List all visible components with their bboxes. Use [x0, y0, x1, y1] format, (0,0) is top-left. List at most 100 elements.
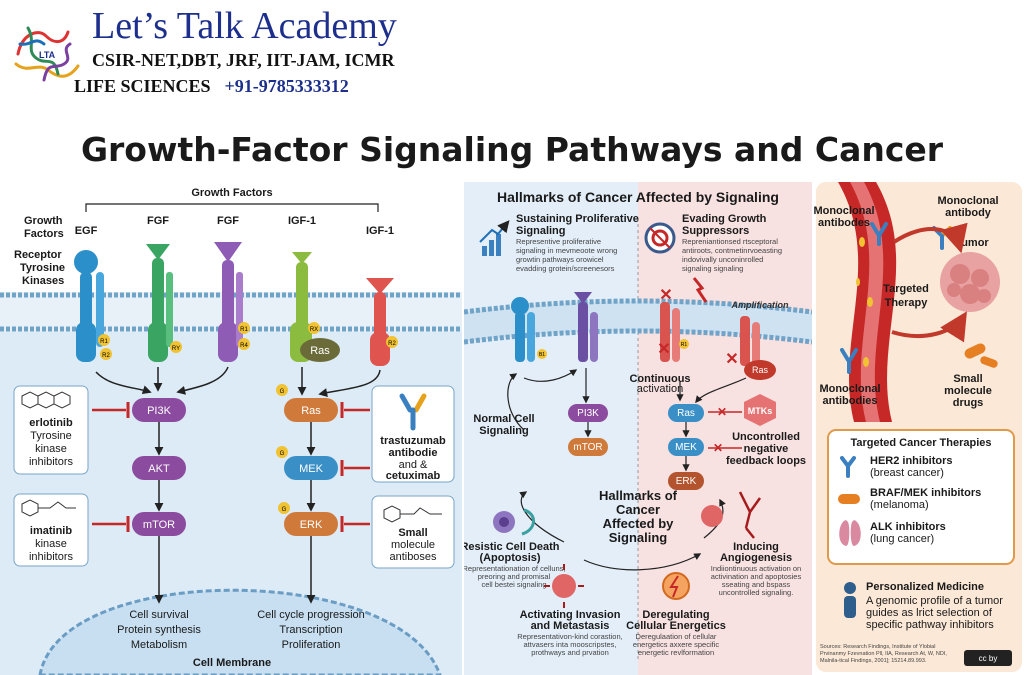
- logo-text: LTA: [39, 50, 56, 60]
- nucleus: [38, 588, 442, 675]
- molecule-icon: [383, 505, 442, 523]
- energetics-desc-1: Deregulaation of cellular: [636, 632, 717, 641]
- mek-label: MEK: [299, 463, 324, 475]
- trastuzumab-line-2: antibodie: [389, 447, 438, 459]
- imatinib-line-2: kinase: [35, 538, 67, 550]
- energetics-desc-3: energetic revlformation: [638, 648, 714, 657]
- small-molecule-3: drugs: [953, 397, 984, 409]
- normal-pi3k-node: [568, 404, 608, 422]
- angiogenesis-title-1: Inducing: [733, 541, 779, 553]
- sustaining-card: Sustaining Proliferative Signaling Repre…: [479, 213, 639, 273]
- mab-top-right-2: antibody: [945, 207, 992, 219]
- mek-node: [284, 456, 338, 480]
- erlotinib-box: erlotinib Tyrosine kinase inhibitors: [13, 385, 89, 475]
- outcome-proliferation: Proliferation: [282, 639, 341, 651]
- small-molecule-line-2: molecule: [391, 539, 435, 551]
- therapy-her2: HER2 inhibitors: [870, 455, 953, 467]
- ligand-igf-1a: IGF-1: [288, 215, 316, 227]
- trastuzumab-line-3: and &: [399, 459, 428, 471]
- subject-label: LIFE SCIENCES: [74, 76, 211, 96]
- angiogenesis-desc-3: sseating and bspass: [722, 580, 791, 589]
- sources-line-2: Prvinanmy Fzevnation Pll, IIA, Research …: [820, 651, 947, 657]
- imatinib-name: imatinib: [30, 525, 72, 537]
- pi3k-node: [132, 398, 186, 422]
- receptor-tag-1: R1: [100, 339, 108, 345]
- small-molecule-line-3: antiboses: [389, 551, 437, 563]
- cancer-ras-label: Ras: [677, 408, 695, 419]
- evading-desc-1: Repreniantionsed rtsceptoral: [682, 237, 778, 246]
- small-molecule-2: molecule: [944, 385, 992, 397]
- angiogenesis-desc-1: Indiiontinuous activation on: [711, 564, 801, 573]
- erlotinib-name: erlotinib: [29, 417, 73, 429]
- receptor-fgf-2: R1 R4: [214, 242, 250, 362]
- g-tag-1: G: [280, 389, 285, 395]
- erlotinib-line-4: inhibitors: [29, 456, 74, 468]
- cc-license-badge[interactable]: cc by: [964, 650, 1012, 666]
- receptor-egf: R1 R2: [74, 250, 112, 362]
- targeted-therapy-panel: Monoclonal antibodes Monoclonal antibody…: [814, 182, 1022, 672]
- molecule-icon: [21, 499, 76, 517]
- therapies-box-title: Targeted Cancer Therapies: [850, 437, 991, 449]
- pi3k-pathway: PI3K AKT mTOR: [132, 398, 186, 604]
- rtk-side-label-3: Kinases: [22, 275, 64, 287]
- her2-antibody-icon: [840, 456, 856, 478]
- small-molecule-line-1: Small: [398, 527, 427, 539]
- mab-bottom-2: antibodies: [822, 395, 877, 407]
- subject-line: LIFE SCIENCES +91-9785333312: [74, 76, 349, 97]
- akt-label: AKT: [148, 463, 170, 475]
- trastuzumab-line-4: cetuximab: [386, 470, 441, 482]
- mutation-cross-icon-2: ✕: [657, 341, 670, 358]
- mutation-cross-icon-3: ✕: [725, 351, 738, 368]
- cell-membrane-label: Cell Membrane: [193, 657, 271, 669]
- tumor-icon: [940, 252, 1000, 312]
- phone-number[interactable]: +91-9785333312: [224, 76, 349, 96]
- antibody-icon: [870, 222, 888, 246]
- erk-node: [284, 512, 338, 536]
- academy-logo: LTA: [8, 14, 86, 92]
- small-molecule-box: Small molecule antiboses: [371, 495, 455, 569]
- center-title-3: Affected by: [603, 516, 675, 531]
- cc-license-text: cc by: [979, 654, 998, 663]
- hallmarks-panel: Hallmarks of Cancer Affected by Signalin…: [464, 182, 812, 675]
- blood-vessel-inner: [850, 182, 884, 422]
- sustaining-desc-3: growtin pathways orowicel: [516, 255, 604, 264]
- receptor-igf-1b: R2: [366, 278, 398, 366]
- mab-top-right-1: Monoclonal: [937, 195, 998, 207]
- uncontrolled-1: Uncontrolled: [732, 431, 800, 443]
- ligand-igf-1b: IGF-1: [366, 225, 394, 237]
- academy-name: Let’s Talk Academy: [92, 5, 397, 47]
- metastasis-icon: [544, 564, 584, 608]
- pi3k-label: PI3K: [147, 405, 172, 417]
- invasion-title-1: Activating Invasion: [520, 609, 621, 621]
- resisting-title-1: Resistic Cell Death: [464, 541, 560, 553]
- lightning-icon: [692, 277, 708, 303]
- sustaining-title-2: Signaling: [516, 225, 566, 237]
- antibody-icon-3: [840, 348, 858, 374]
- g-tag-3: G: [282, 507, 287, 513]
- energetics-title-1: Deregulating: [642, 609, 709, 621]
- cancer-erk-node: [668, 472, 704, 490]
- exam-list: CSIR-NET,DBT, JRF, IIT-JAM, ICMR: [92, 50, 395, 70]
- outcome-protein-synthesis: Protein synthesis: [117, 624, 201, 636]
- energetics-desc-2: energetics axxere specific: [633, 640, 720, 649]
- pill-icon: [964, 343, 998, 368]
- mtks-node: [744, 394, 776, 426]
- normal-mtor-label: mTOR: [573, 442, 602, 453]
- evading-desc-3: indovivally unconinrolled: [682, 255, 763, 264]
- center-title-2: Cancer: [616, 502, 660, 517]
- personalized-desc-2: guides as lrict selection of: [866, 607, 993, 619]
- personalized-desc-3: specific pathway inhibitors: [866, 619, 994, 631]
- erk-label: ERK: [300, 519, 323, 531]
- outcome-cell-survival: Cell survival: [129, 609, 188, 621]
- gf-side-label-1: Growth: [24, 215, 63, 227]
- target-icon: [644, 222, 676, 254]
- mtor-label: mTOR: [143, 519, 175, 531]
- invasion-title-2: and Metastasis: [531, 620, 610, 632]
- resisting-title-2: (Apoptosis): [479, 552, 540, 564]
- ras-top-label: Ras: [752, 365, 769, 375]
- molecule-icon: [21, 391, 71, 409]
- targeted-therapies-box: Targeted Cancer Therapies HER2 inhibitor…: [827, 429, 1015, 565]
- angiogenesis-desc-4: uncontrolled signaling.: [719, 588, 794, 597]
- sources-line-3: Malnila-tical Findings, 2001]; 15214.89.…: [820, 658, 927, 664]
- rtk-side-label-1: Receptor: [14, 249, 62, 261]
